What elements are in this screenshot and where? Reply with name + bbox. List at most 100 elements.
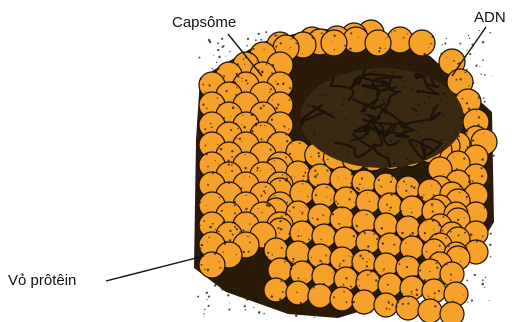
speckle-dot	[356, 138, 358, 140]
speckle-dot	[472, 180, 474, 182]
speckle-dot	[485, 224, 487, 226]
speckle-dot	[263, 105, 265, 107]
speckle-dot	[305, 207, 306, 208]
speckle-dot	[308, 104, 311, 107]
speckle-dot	[327, 159, 329, 161]
speckle-dot	[218, 163, 219, 164]
speckle-dot	[294, 59, 296, 61]
speckle-dot	[412, 116, 414, 118]
speckle-dot	[208, 296, 210, 298]
speckle-dot	[300, 80, 302, 82]
speckle-dot	[300, 211, 301, 212]
speckle-dot	[290, 267, 293, 270]
speckle-dot	[302, 211, 303, 212]
speckle-dot	[329, 188, 330, 189]
speckle-dot	[265, 186, 267, 188]
speckle-dot	[245, 208, 247, 210]
speckle-dot	[468, 175, 470, 177]
speckle-dot	[449, 249, 450, 250]
speckle-dot	[308, 182, 309, 183]
speckle-dot	[200, 78, 202, 80]
speckle-dot	[441, 139, 443, 141]
speckle-dot	[286, 177, 288, 179]
speckle-dot	[390, 46, 391, 47]
speckle-dot	[393, 244, 395, 246]
speckle-dot	[234, 204, 236, 206]
speckle-dot	[382, 242, 384, 244]
speckle-dot	[347, 117, 348, 118]
speckle-dot	[438, 224, 440, 226]
speckle-dot	[395, 306, 397, 308]
capsomere-sphere	[330, 287, 354, 311]
speckle-dot	[290, 39, 291, 40]
speckle-dot	[237, 128, 238, 129]
speckle-dot	[363, 187, 364, 188]
speckle-dot	[455, 108, 456, 109]
speckle-dot	[379, 185, 380, 186]
speckle-dot	[317, 173, 319, 175]
speckle-dot	[255, 39, 257, 41]
speckle-dot	[360, 155, 363, 158]
speckle-dot	[298, 235, 300, 237]
speckle-dot	[349, 61, 352, 64]
speckle-dot	[197, 169, 199, 171]
speckle-dot	[466, 133, 467, 134]
speckle-dot	[251, 114, 254, 117]
speckle-dot	[270, 88, 272, 90]
speckle-dot	[453, 157, 454, 158]
speckle-dot	[474, 274, 476, 276]
speckle-dot	[341, 103, 343, 105]
speckle-dot	[433, 128, 435, 130]
speckle-dot	[234, 222, 236, 224]
speckle-dot	[433, 150, 435, 152]
speckle-dot	[441, 151, 443, 153]
speckle-dot	[423, 53, 426, 56]
speckle-dot	[245, 79, 247, 81]
speckle-dot	[308, 197, 309, 198]
speckle-dot	[367, 245, 369, 247]
speckle-dot	[432, 206, 433, 207]
speckle-dot	[348, 314, 349, 315]
speckle-dot	[476, 110, 477, 111]
speckle-dot	[472, 82, 474, 84]
speckle-dot	[325, 216, 326, 217]
speckle-dot	[333, 237, 334, 238]
speckle-dot	[398, 302, 399, 303]
speckle-dot	[415, 145, 418, 148]
speckle-dot	[236, 87, 238, 89]
speckle-dot	[442, 44, 443, 45]
speckle-dot	[237, 75, 239, 77]
speckle-dot	[249, 260, 251, 262]
speckle-dot	[268, 205, 271, 208]
speckle-dot	[295, 264, 296, 265]
speckle-dot	[432, 107, 434, 109]
speckle-dot	[388, 162, 390, 164]
speckle-dot	[308, 239, 310, 241]
speckle-dot	[215, 229, 216, 230]
speckle-dot	[352, 94, 353, 95]
speckle-dot	[307, 168, 308, 169]
speckle-dot	[312, 37, 314, 39]
speckle-dot	[334, 74, 336, 76]
speckle-dot	[287, 247, 288, 248]
speckle-dot	[292, 258, 294, 260]
speckle-dot	[314, 317, 315, 318]
speckle-dot	[389, 55, 391, 57]
speckle-dot	[381, 186, 383, 188]
speckle-dot	[312, 226, 313, 227]
speckle-dot	[314, 98, 316, 100]
speckle-dot	[229, 51, 230, 52]
speckle-dot	[378, 50, 380, 52]
speckle-dot	[225, 241, 227, 243]
speckle-dot	[249, 223, 250, 224]
speckle-dot	[241, 78, 242, 79]
speckle-dot	[403, 151, 404, 152]
speckle-dot	[321, 32, 323, 34]
speckle-dot	[369, 72, 371, 74]
speckle-dot	[209, 226, 212, 229]
speckle-dot	[475, 65, 477, 67]
speckle-dot	[466, 50, 467, 51]
speckle-dot	[242, 115, 243, 116]
speckle-dot	[459, 185, 461, 187]
